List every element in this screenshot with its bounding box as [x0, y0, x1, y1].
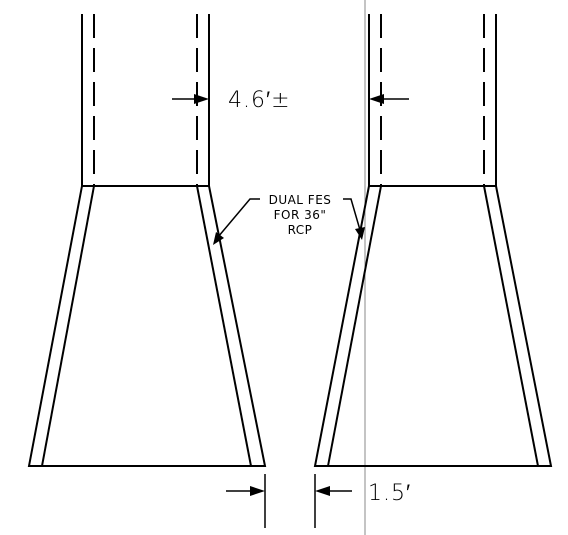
fes-callout-line-2: FOR 36": [274, 208, 327, 222]
fes-callout-line-1: DUAL FES: [269, 193, 332, 207]
arrowhead-icon: [315, 486, 330, 496]
arrowhead-icon: [369, 94, 384, 104]
right-pipe: [368, 14, 497, 186]
leader-arrowhead-icon: [355, 227, 365, 240]
right-flared-end-section: [313, 185, 553, 467]
fes-callout: DUAL FES FOR 36" RCP: [213, 193, 365, 245]
left-pipe: [81, 14, 210, 186]
pipe-spacing-label: 4.6′±: [228, 88, 291, 113]
arrowhead-icon: [194, 94, 209, 104]
apron-offset-dimension: 1.5′: [226, 474, 411, 528]
left-flared-end-section: [27, 185, 267, 467]
pipe-spacing-dimension: 4.6′±: [172, 88, 409, 113]
fes-callout-line-3: RCP: [288, 223, 313, 237]
leader-arrowhead-icon: [213, 232, 224, 245]
apron-offset-label: 1.5′: [368, 481, 411, 506]
arrowhead-icon: [250, 486, 265, 496]
